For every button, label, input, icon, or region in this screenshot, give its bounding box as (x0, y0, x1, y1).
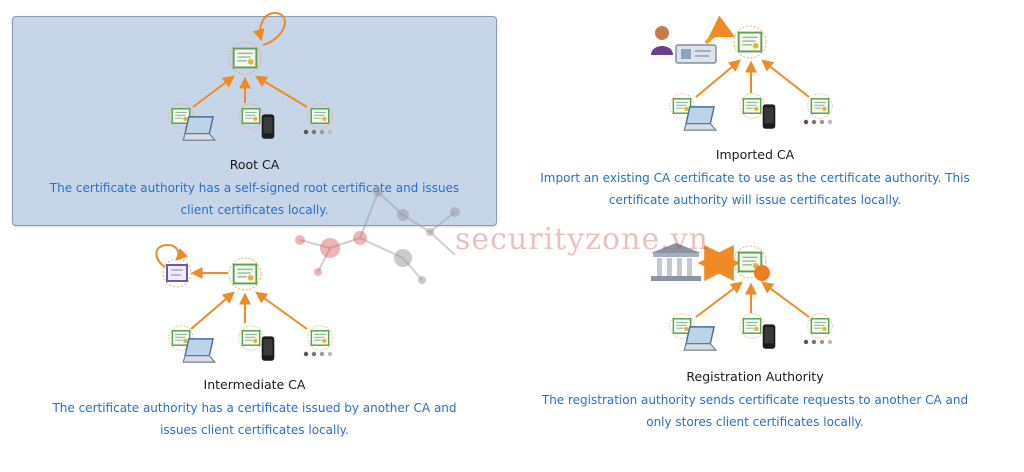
phone-icon (261, 336, 275, 361)
certificate-icon (733, 25, 767, 59)
option-imported-ca[interactable]: Imported CA Import an existing CA certif… (510, 12, 1000, 217)
option-description: The certificate authority has a self-sig… (49, 181, 460, 217)
laptop-icon (683, 326, 717, 351)
option-registration-authority[interactable]: Registration Authority The registration … (510, 236, 1000, 436)
ellipsis-icon (803, 119, 833, 125)
certificate-icon (238, 325, 264, 351)
certificate-icon (162, 258, 192, 288)
certificate-icon (307, 325, 333, 351)
certificate-icon (228, 41, 262, 75)
id-card-icon (675, 44, 717, 64)
phone-icon (762, 324, 776, 349)
user-icon (651, 26, 673, 55)
bank-icon (651, 243, 701, 281)
registration-authority-diagram (651, 243, 833, 351)
certificate-icon (228, 257, 262, 291)
option-title: Registration Authority (686, 369, 824, 384)
imported-ca-diagram (651, 15, 833, 131)
option-description: Import an existing CA certificate to use… (540, 171, 970, 207)
certificate-icon (807, 313, 833, 339)
laptop-icon (182, 116, 216, 141)
seal-icon (754, 265, 770, 281)
certificate-icon (739, 93, 765, 119)
laptop-icon (683, 106, 717, 131)
ellipsis-icon (803, 339, 833, 345)
ellipsis-icon (303, 129, 333, 135)
certificate-icon (807, 93, 833, 119)
laptop-icon (182, 338, 216, 363)
option-title: Intermediate CA (203, 377, 306, 392)
phone-icon (261, 114, 275, 139)
option-description: The certificate authority has a certific… (52, 401, 457, 437)
option-intermediate-ca[interactable]: Intermediate CA The certificate authorit… (12, 236, 497, 448)
root-ca-diagram (168, 11, 333, 141)
self-sign-arrow (252, 11, 286, 46)
phone-icon (762, 104, 776, 129)
ellipsis-icon (303, 351, 333, 357)
certificate-icon (307, 103, 333, 129)
option-title: Imported CA (715, 147, 795, 162)
intermediate-ca-diagram (155, 243, 333, 363)
certificate-icon (238, 103, 264, 129)
option-description: The registration authority sends certifi… (541, 393, 969, 429)
option-title: Root CA (229, 157, 280, 172)
option-root-ca[interactable]: Root CA The certificate authority has a … (12, 11, 497, 226)
certificate-icon (739, 313, 765, 339)
